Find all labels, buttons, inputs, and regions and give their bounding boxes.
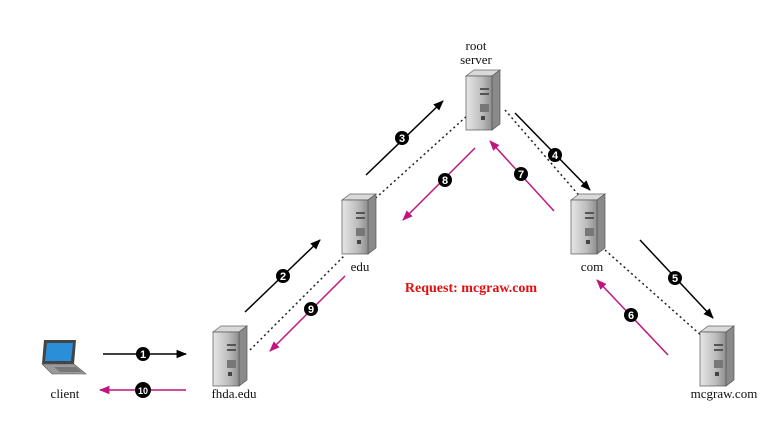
client-label: client <box>51 386 80 401</box>
mcgraw-label: mcgraw.com <box>691 386 758 401</box>
laptop-icon <box>41 340 87 375</box>
link-com-mcgraw <box>604 249 713 346</box>
step-badge-1 <box>136 347 150 361</box>
step-badge-8 <box>438 173 452 187</box>
edu-server-icon <box>341 193 377 255</box>
com-server-icon <box>570 193 606 255</box>
link-fhda-edu <box>249 254 346 351</box>
step-number-8: 8 <box>442 175 448 187</box>
step-badge-2 <box>276 269 290 283</box>
step-number-10: 10 <box>138 386 148 396</box>
step-number-9: 9 <box>308 304 314 316</box>
root-server-icon <box>465 69 501 131</box>
root-label-line1: root <box>466 38 487 53</box>
link-edu-root <box>367 114 469 206</box>
connection-links <box>249 109 713 351</box>
step-number-4: 4 <box>552 150 559 162</box>
step-number-7: 7 <box>518 169 524 181</box>
step-badge-9 <box>304 302 318 316</box>
step-number-2: 2 <box>280 271 286 283</box>
fhda-server-icon <box>212 325 248 387</box>
step-number-3: 3 <box>399 133 405 145</box>
root-label-line2: server <box>460 52 492 67</box>
com-label: com <box>581 259 603 274</box>
step-badge-10 <box>135 382 151 398</box>
step-badge-5 <box>668 271 682 285</box>
step-badge-3 <box>395 131 409 145</box>
mcgraw-server-icon <box>699 325 735 387</box>
arrow-step-8 <box>402 147 476 221</box>
request-label: Request: mcgraw.com <box>405 281 538 296</box>
step-badge-7 <box>514 167 528 181</box>
step-number-5: 5 <box>672 273 678 285</box>
step-number-6: 6 <box>628 310 634 322</box>
step-number-1: 1 <box>140 349 146 361</box>
edu-label: edu <box>351 259 370 274</box>
step-badge-6 <box>624 308 638 322</box>
step-badge-4 <box>548 148 562 162</box>
link-root-com <box>504 109 584 201</box>
step-badges: 1 2 3 4 5 6 7 8 9 10 <box>135 131 682 398</box>
fhda-label: fhda.edu <box>211 386 257 401</box>
